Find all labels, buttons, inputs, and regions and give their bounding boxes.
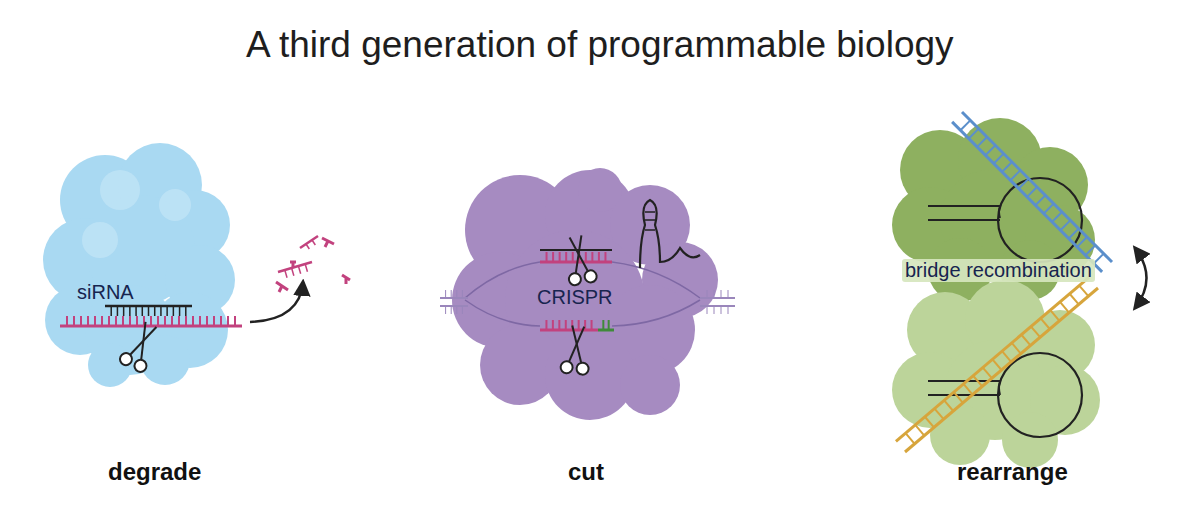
nucleic-strand	[540, 252, 612, 262]
nucleic-strand	[700, 306, 735, 314]
nucleic-strand	[952, 112, 1112, 272]
protein-label: siRNA	[77, 281, 134, 304]
title: A third generation of programmable biolo…	[246, 24, 954, 66]
nucleic-strand	[105, 306, 192, 316]
scissors-icon	[562, 234, 598, 286]
nucleic-strand	[598, 320, 614, 330]
recombinase-bottom	[892, 280, 1100, 468]
scissors-icon	[560, 325, 592, 375]
protein-shape: siRNA	[45, 150, 245, 385]
swap-arrow	[1135, 248, 1147, 308]
action-label: cut	[568, 458, 604, 486]
protein-label: CRISPR	[537, 286, 613, 309]
rna-fragments	[276, 238, 350, 292]
action-label: degrade	[108, 458, 201, 486]
nucleic-strand	[440, 290, 468, 298]
protein-shape: CRISPR	[440, 165, 730, 425]
guide-hairpin	[640, 200, 700, 268]
scissors-icon	[118, 319, 164, 374]
nucleic-strand	[440, 306, 468, 314]
degrade-arrow	[250, 282, 303, 322]
mechanism-label: bridge recombination	[902, 259, 1095, 282]
nucleic-strand	[700, 290, 735, 298]
nucleic-strand	[60, 316, 242, 326]
nucleic-strand	[278, 262, 312, 278]
cas-protein	[452, 168, 718, 420]
rnai-protein	[43, 143, 235, 387]
bridge-rna-loop	[998, 353, 1082, 437]
nucleic-strand	[540, 320, 598, 330]
nucleic-strand	[300, 236, 318, 249]
action-label: rearrange	[957, 458, 1068, 486]
nucleic-strand	[896, 277, 1098, 452]
